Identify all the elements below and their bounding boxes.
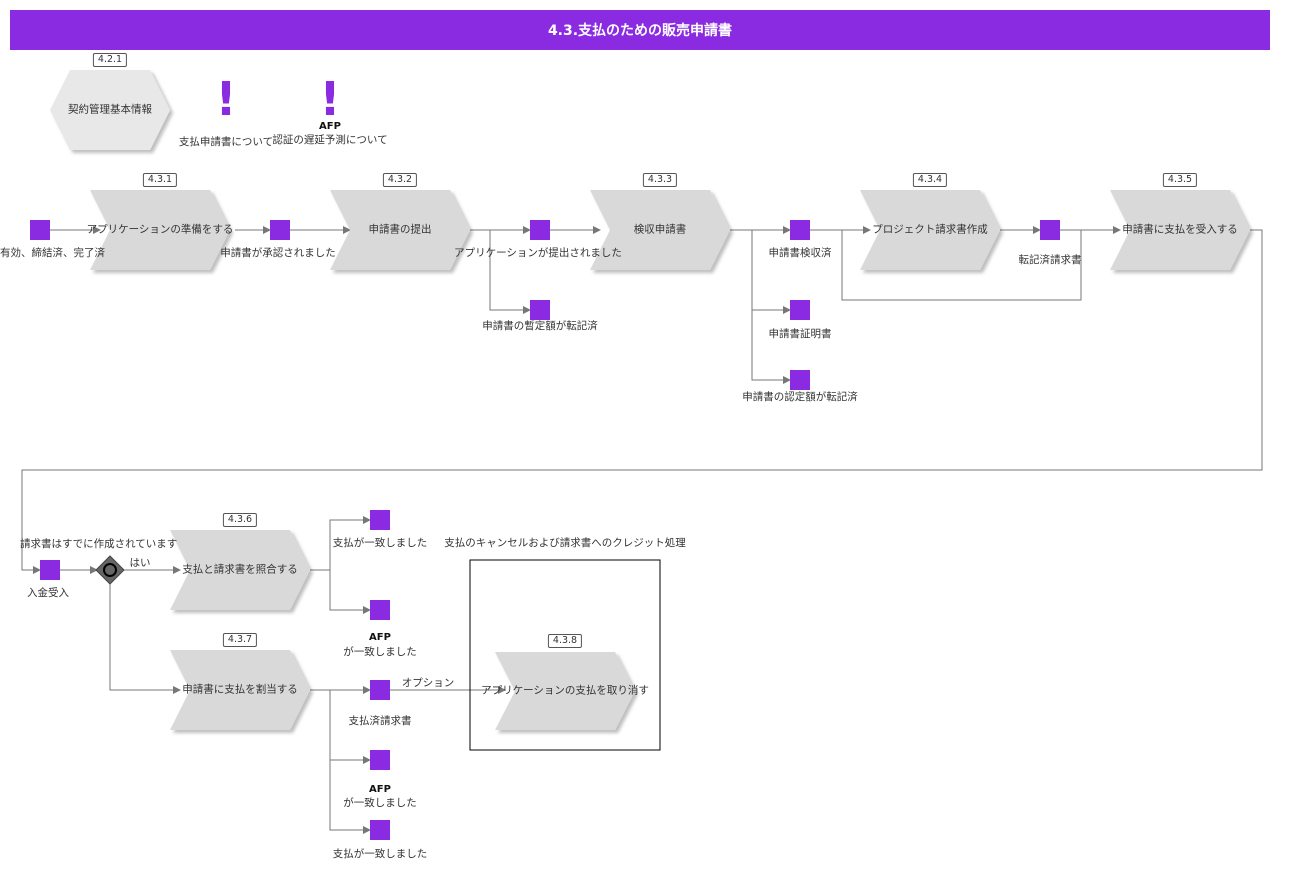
p2-label: 申請書の提出 [368,223,432,236]
e3b-label: 申請書証明書 [768,328,832,340]
process-4-3-2[interactable] [330,190,470,270]
exclamation-icon: ! [319,72,341,126]
p7-id: 4.3.7 [222,633,258,647]
p5-id: 4.3.5 [1162,173,1198,187]
start-event-label: 有効、締結済、完了済 [0,247,105,259]
p3-id: 4.3.3 [642,173,678,187]
event-certificate[interactable] [790,300,810,320]
e2b-label: 申請書の暫定額が転記済 [482,320,598,332]
e3c-label: 申請書の認定額が転記済 [742,391,858,403]
event-inspected[interactable] [790,220,810,240]
info1-label: 支払申請書について [178,136,274,148]
invoice-note: 請求書はすでに作成されています [20,538,178,550]
p8-label: アプリケーションの支払を取り消す [481,684,649,697]
info2-label: 認証の遅延予測について [272,134,388,146]
hex-contract-info[interactable] [50,70,170,150]
p5-label: 申請書に支払を受入する [1122,223,1238,236]
p4-label: プロジェクト請求書作成 [872,223,988,236]
event-provisional-posted[interactable] [530,300,550,320]
p8-id: 4.3.8 [547,634,583,648]
e6b-afp: AFP [369,632,391,643]
event-payment-matched-2[interactable] [370,820,390,840]
event-payment-received[interactable] [40,560,60,580]
e3-label: 申請書検収済 [768,247,832,259]
e7b-label: が一致しました [343,797,417,809]
p4-id: 4.3.4 [912,173,948,187]
e2-label: アプリケーションが提出されました [454,247,622,259]
event-afp-matched-2[interactable] [370,750,390,770]
e1-label: 申請書が承認されました [220,247,336,259]
event-afp-matched-1[interactable] [370,600,390,620]
e7a-label: 支払済請求書 [348,715,412,727]
event-certified-posted[interactable] [790,370,810,390]
e6a-label: 支払が一致しました [332,537,428,549]
process-4-3-8[interactable] [495,652,635,730]
e6b-label: が一致しました [343,646,417,658]
gateway-diamond[interactable] [95,555,125,585]
event-paid-invoice[interactable] [370,680,390,700]
e4-label: 転記済請求書 [1018,254,1082,266]
box-title: 支払のキャンセルおよび請求書へのクレジット処理 [444,537,686,549]
event-posted-invoice[interactable] [1040,220,1060,240]
event-start[interactable] [30,220,50,240]
process-4-3-4[interactable] [860,190,1000,270]
event-payment-matched-1[interactable] [370,510,390,530]
p1-id: 4.3.1 [142,173,178,187]
p1-label: アプリケーションの準備をする [86,223,234,236]
e7b-afp: AFP [369,784,391,795]
p7-label: 申請書に支払を割当する [182,683,298,696]
p6-label: 支払と請求書を照合する [182,563,298,576]
info2-afp: AFP [319,121,341,132]
exclamation-icon: ! [215,72,237,126]
hex-label: 契約管理基本情報 [68,103,152,116]
event-submitted[interactable] [530,220,550,240]
p3-label: 検収申請書 [633,223,687,236]
hex-id-badge: 4.2.1 [92,53,128,67]
p6-id: 4.3.6 [222,513,258,527]
e7c-label: 支払が一致しました [332,848,428,860]
event-approved[interactable] [270,220,290,240]
process-4-3-3[interactable] [590,190,730,270]
p2-id: 4.3.2 [382,173,418,187]
process-4-3-1[interactable] [90,190,230,270]
e-in-label: 入金受入 [27,587,69,599]
yes-label: はい [129,557,151,569]
page-title: 4.3.支払のための販売申請書 [10,10,1270,50]
process-4-3-6[interactable] [170,530,310,610]
option-label: オプション [401,677,455,689]
cancel-group-box [469,559,661,751]
process-4-3-7[interactable] [170,650,310,730]
process-4-3-5[interactable] [1110,190,1250,270]
